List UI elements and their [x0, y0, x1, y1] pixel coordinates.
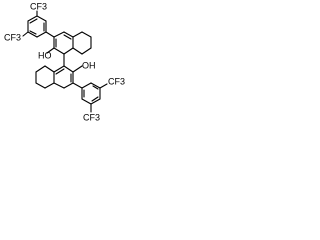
bond-lines: [22, 10, 108, 113]
molecule-drawing: CF3 CF3 HO OH CF3 CF3: [4, 1, 125, 122]
cf3-label-top-lower: CF3: [4, 32, 21, 42]
cf3-label-top-upper: CF3: [30, 1, 47, 11]
hydroxyl-label-lower: OH: [82, 60, 96, 70]
cf3-label-bottom-lower: CF3: [83, 112, 100, 122]
cf3-label-bottom-upper: CF3: [108, 76, 125, 86]
structure-figure: CF3 CF3 HO OH CF3 CF3: [0, 0, 152, 152]
hydroxyl-label-upper: HO: [38, 50, 52, 60]
